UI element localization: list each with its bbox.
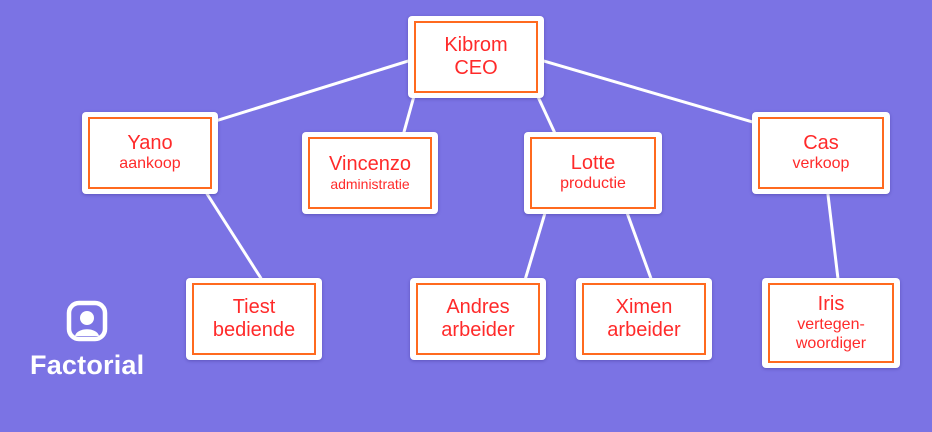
node-tiest-name: Tiest: [232, 296, 276, 318]
connector-kibrom-cas: [542, 59, 754, 124]
node-cas-name: Cas: [803, 132, 839, 155]
node-kibrom-frame: Kibrom CEO: [414, 21, 538, 93]
node-ximen[interactable]: Ximen arbeider: [576, 278, 712, 360]
node-iris-name: Iris: [817, 293, 845, 316]
connector-lotte-andres: [524, 212, 547, 280]
node-iris[interactable]: Iris vertegen-woordiger: [762, 278, 900, 368]
node-lotte-frame: Lotte productie: [530, 137, 656, 209]
connector-lotte-ximen: [626, 212, 653, 280]
node-iris-role: vertegen-woordiger: [795, 316, 867, 352]
node-iris-frame: Iris vertegen-woordiger: [768, 283, 894, 363]
node-lotte[interactable]: Lotte productie: [524, 132, 662, 214]
node-ximen-name: Ximen: [615, 296, 673, 318]
connector-yano-tiest: [205, 192, 263, 280]
node-lotte-name: Lotte: [570, 152, 616, 175]
node-yano-role: aankoop: [119, 155, 181, 173]
user-badge-icon: [66, 300, 108, 342]
node-kibrom[interactable]: Kibrom CEO: [408, 16, 544, 98]
node-andres-role: arbeider: [441, 319, 515, 341]
node-vincenzo-name: Vincenzo: [329, 153, 411, 176]
connector-kibrom-lotte: [537, 96, 556, 134]
node-kibrom-role: CEO: [454, 57, 498, 79]
node-vincenzo[interactable]: Vincenzo administratie: [302, 132, 438, 214]
node-yano-frame: Yano aankoop: [88, 117, 212, 189]
node-cas[interactable]: Cas verkoop: [752, 112, 890, 194]
node-andres[interactable]: Andres arbeider: [410, 278, 546, 360]
node-ximen-role: arbeider: [607, 319, 681, 341]
node-lotte-role: productie: [560, 175, 626, 193]
connector-kibrom-vincenzo: [402, 96, 415, 134]
node-yano-name: Yano: [127, 132, 173, 155]
node-tiest-role: bediende: [212, 319, 296, 341]
brand-name: Factorial: [30, 350, 145, 380]
connector-kibrom-yano: [216, 59, 410, 122]
node-cas-frame: Cas verkoop: [758, 117, 884, 189]
node-tiest[interactable]: Tiest bediende: [186, 278, 322, 360]
node-andres-frame: Andres arbeider: [416, 283, 540, 355]
connector-cas-iris: [826, 192, 840, 280]
node-vincenzo-role: administratie: [330, 176, 410, 193]
node-ximen-frame: Ximen arbeider: [582, 283, 706, 355]
node-tiest-frame: Tiest bediende: [192, 283, 316, 355]
node-andres-name: Andres: [446, 296, 510, 318]
node-vincenzo-frame: Vincenzo administratie: [308, 137, 432, 209]
node-cas-role: verkoop: [792, 155, 850, 173]
node-kibrom-name: Kibrom: [444, 34, 508, 56]
factorial-logo: Factorial: [28, 300, 158, 390]
node-yano[interactable]: Yano aankoop: [82, 112, 218, 194]
